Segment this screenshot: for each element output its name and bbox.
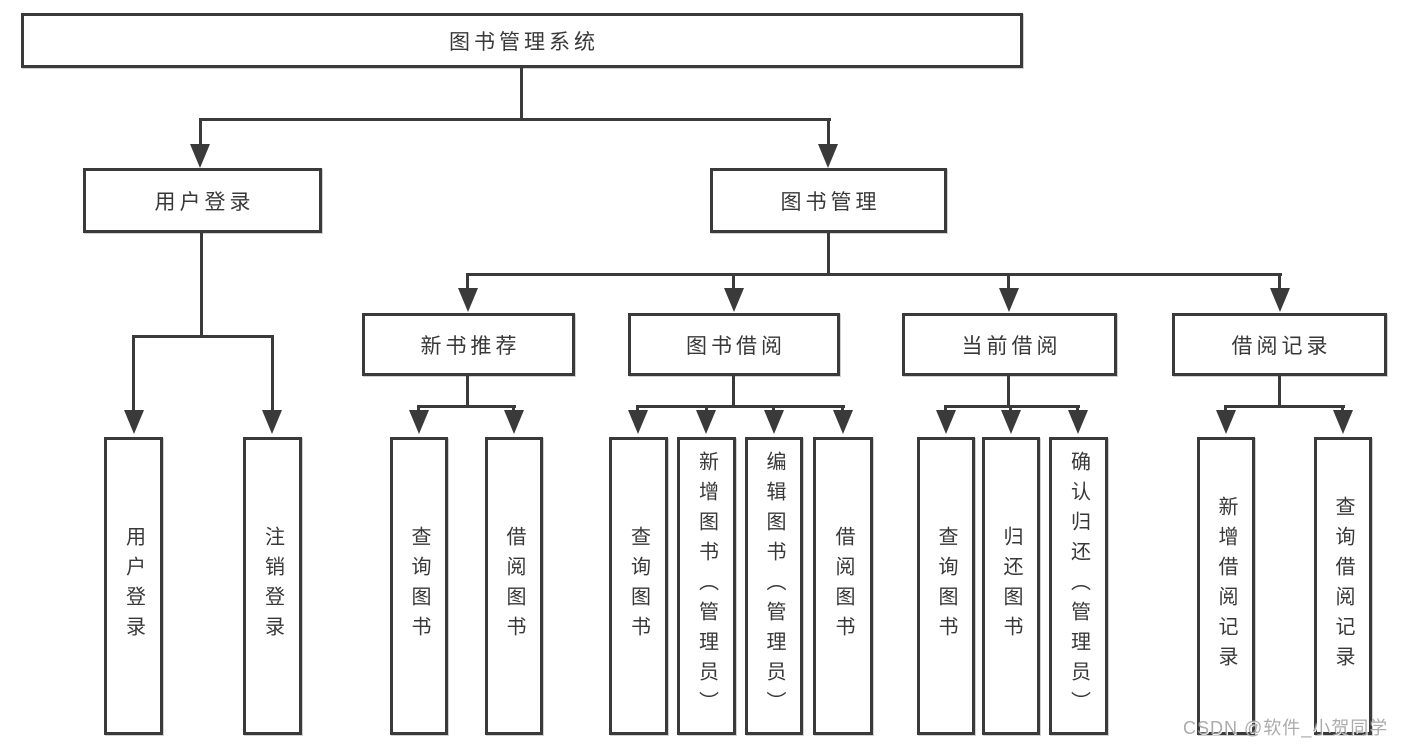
node-borrow-books-borrowing: 借阅图书 (813, 437, 873, 735)
arrow-down-icon (833, 410, 853, 434)
connector-arrow-leaf (772, 405, 775, 414)
node-label: 注销登录 (261, 526, 284, 646)
node-label: 用户登录 (122, 526, 145, 646)
connector-arrow-leaf (1009, 405, 1012, 414)
arrow-down-icon (1216, 410, 1236, 434)
arrow-down-icon (458, 288, 478, 312)
connector-arrow-logout-leaf (271, 335, 274, 414)
node-label: 借阅图书 (832, 526, 854, 646)
node-confirm-return-admin: 确认归还（管理员） (1049, 437, 1108, 735)
connector-new-book-stem (466, 376, 469, 408)
node-label: 查询图书 (627, 526, 650, 646)
node-borrow-books-recommend: 借阅图书 (485, 437, 543, 735)
node-book-management: 图书管理 (710, 168, 947, 233)
connector-root-stem (520, 68, 523, 120)
connector-level3-bar (466, 273, 1282, 276)
arrow-down-icon (1333, 410, 1353, 434)
node-label: 借阅记录 (1231, 334, 1332, 358)
node-borrowing-records: 借阅记录 (1172, 313, 1387, 376)
connector-arrow-new-book (466, 273, 469, 290)
arrow-down-icon (999, 288, 1019, 312)
arrow-down-icon (936, 410, 956, 434)
connector-arrow-leaf (705, 405, 708, 414)
node-edit-books-admin: 编辑图书（管理员） (745, 437, 803, 735)
arrow-down-icon (1001, 410, 1021, 434)
arrow-down-icon (724, 288, 744, 312)
connector-arrow-leaf (841, 405, 844, 414)
connector-group-recommend-bar (417, 405, 516, 408)
connector-arrow-login-leaf (132, 335, 135, 414)
node-label: 新增借阅记录 (1215, 496, 1237, 676)
connector-arrow-leaf (944, 405, 947, 414)
arrow-down-icon (262, 410, 282, 434)
node-user-login: 用户登录 (83, 168, 322, 233)
arrow-down-icon (1068, 410, 1088, 434)
connector-arrow-user-login (199, 118, 202, 148)
node-label: 查询图书 (935, 526, 957, 646)
connector-borrowing-records-stem (1278, 376, 1281, 408)
node-logout: 注销登录 (243, 437, 302, 735)
connector-level2-bar (199, 118, 831, 121)
node-label: 图书管理 (780, 190, 881, 214)
csdn-watermark: CSDN @软件_小贺同学 (1183, 718, 1389, 738)
arrow-down-icon (124, 410, 144, 434)
connector-arrow-leaf (636, 405, 639, 414)
connector-arrow-leaf (512, 405, 515, 414)
node-add-books-admin: 新增图书（管理员） (677, 437, 736, 735)
connector-arrow-leaf (1076, 405, 1079, 414)
node-new-book-recommendation: 新书推荐 (362, 313, 575, 376)
node-query-books-borrowing: 查询图书 (609, 437, 668, 735)
node-label: 当前借阅 (961, 334, 1062, 358)
connector-arrow-leaf (1224, 405, 1227, 414)
node-label: 图书管理系统 (449, 30, 599, 54)
connector-user-login-stem (200, 233, 203, 338)
node-library-management-system: 图书管理系统 (21, 13, 1023, 68)
connector-group-current-bar (944, 405, 1080, 408)
node-user-login-leaf: 用户登录 (104, 437, 163, 735)
node-label: 编辑图书（管理员） (763, 451, 785, 721)
connector-arrow-leaf (417, 405, 420, 414)
node-current-borrowing: 当前借阅 (902, 313, 1117, 376)
node-query-borrow-record: 查询借阅记录 (1314, 437, 1372, 735)
arrow-down-icon (504, 410, 524, 434)
node-label: 查询图书 (408, 526, 430, 646)
arrow-down-icon (1270, 288, 1290, 312)
connector-book-borrowing-stem (732, 376, 735, 408)
node-label: 新书推荐 (420, 334, 521, 358)
node-label: 用户登录 (154, 190, 255, 214)
connector-current-borrowing-stem (1007, 376, 1010, 408)
connector-arrow-book-management (827, 118, 830, 148)
node-label: 确认归还（管理员） (1067, 451, 1090, 721)
node-query-books-recommend: 查询图书 (390, 437, 448, 735)
node-return-books: 归还图书 (982, 437, 1040, 735)
connector-arrow-book-borrowing (732, 273, 735, 290)
connector-arrow-leaf (1341, 405, 1344, 414)
arrow-down-icon (696, 410, 716, 434)
arrow-down-icon (190, 144, 210, 168)
node-label: 新增图书（管理员） (695, 451, 718, 721)
node-book-borrowing: 图书借阅 (628, 313, 840, 376)
arrow-down-icon (818, 144, 838, 168)
connector-group-borrowing-bar (636, 405, 845, 408)
arrow-down-icon (764, 410, 784, 434)
node-label: 查询借阅记录 (1332, 496, 1354, 676)
connector-arrow-borrowing-records (1278, 273, 1281, 290)
node-add-borrow-record: 新增借阅记录 (1197, 437, 1255, 735)
connector-book-management-stem (827, 233, 830, 276)
node-query-books-current: 查询图书 (917, 437, 975, 735)
node-label: 图书借阅 (686, 334, 786, 358)
arrow-down-icon (409, 410, 429, 434)
connector-group-records-bar (1224, 405, 1345, 408)
connector-user-login-bar (132, 335, 274, 338)
connector-arrow-current-borrowing (1007, 273, 1010, 290)
node-label: 借阅图书 (503, 526, 525, 646)
arrow-down-icon (628, 410, 648, 434)
node-label: 归还图书 (1000, 526, 1022, 646)
